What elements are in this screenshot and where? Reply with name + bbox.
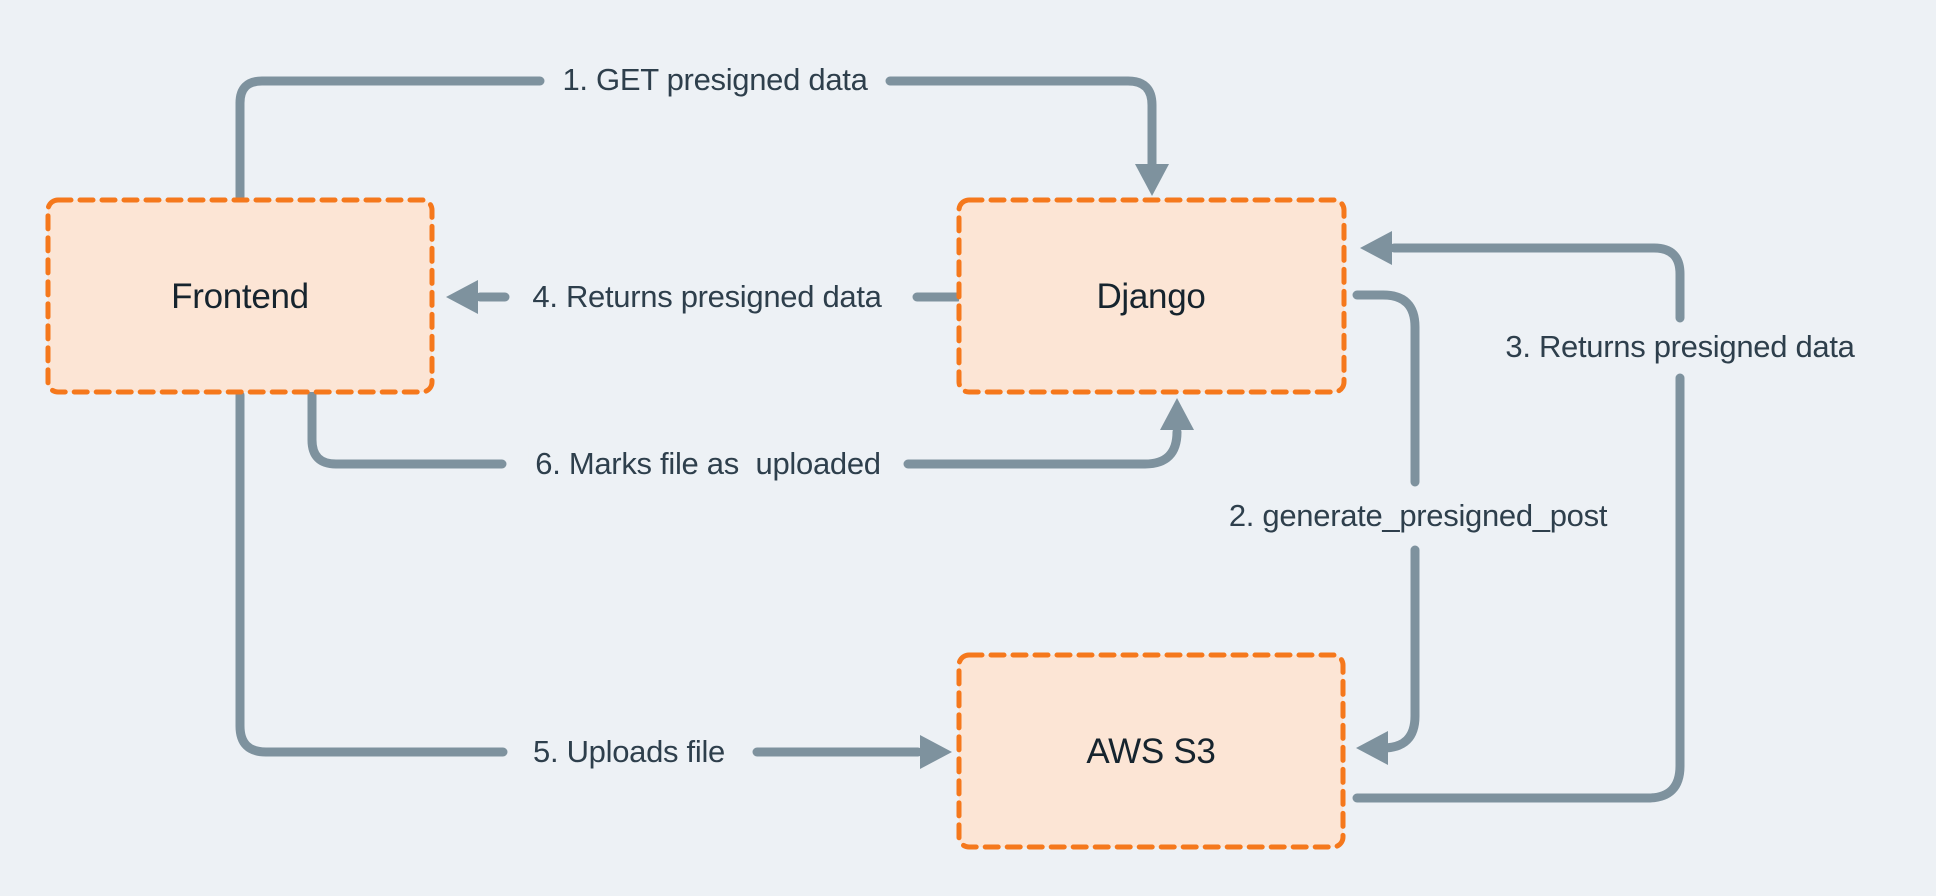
node-frontend-box: [45, 197, 435, 395]
edge-6-arrowhead: [1160, 398, 1194, 430]
edge-6-label: 6. Marks file as uploaded: [528, 444, 888, 484]
edge-1-label: 1. GET presigned data: [555, 60, 875, 100]
node-aws-s3-label: AWS S3: [1086, 731, 1216, 771]
node-aws-s3-box: [956, 652, 1346, 850]
node-django-label: Django: [1096, 276, 1206, 316]
edge-6-path: [307, 390, 1182, 469]
edge-1-path: [235, 76, 1157, 202]
edge-4-label: 4. Returns presigned data: [525, 277, 889, 317]
edge-3-label: 3. Returns presigned data: [1498, 327, 1862, 367]
node-frontend-label: Frontend: [171, 276, 309, 316]
edge-2-label: 2. generate_presigned_post: [1221, 496, 1615, 536]
edge-2-arrowhead: [1356, 731, 1388, 765]
node-django-box: [956, 197, 1347, 395]
edge-3-path: [1352, 243, 1685, 803]
edge-4-arrowhead: [446, 280, 478, 314]
edge-5-arrowhead: [920, 735, 952, 769]
edge-3-arrowhead: [1360, 231, 1392, 265]
edge-1-arrowhead: [1135, 164, 1169, 196]
edge-5-label: 5. Uploads file: [526, 732, 732, 772]
edge-5-path: [235, 390, 923, 757]
